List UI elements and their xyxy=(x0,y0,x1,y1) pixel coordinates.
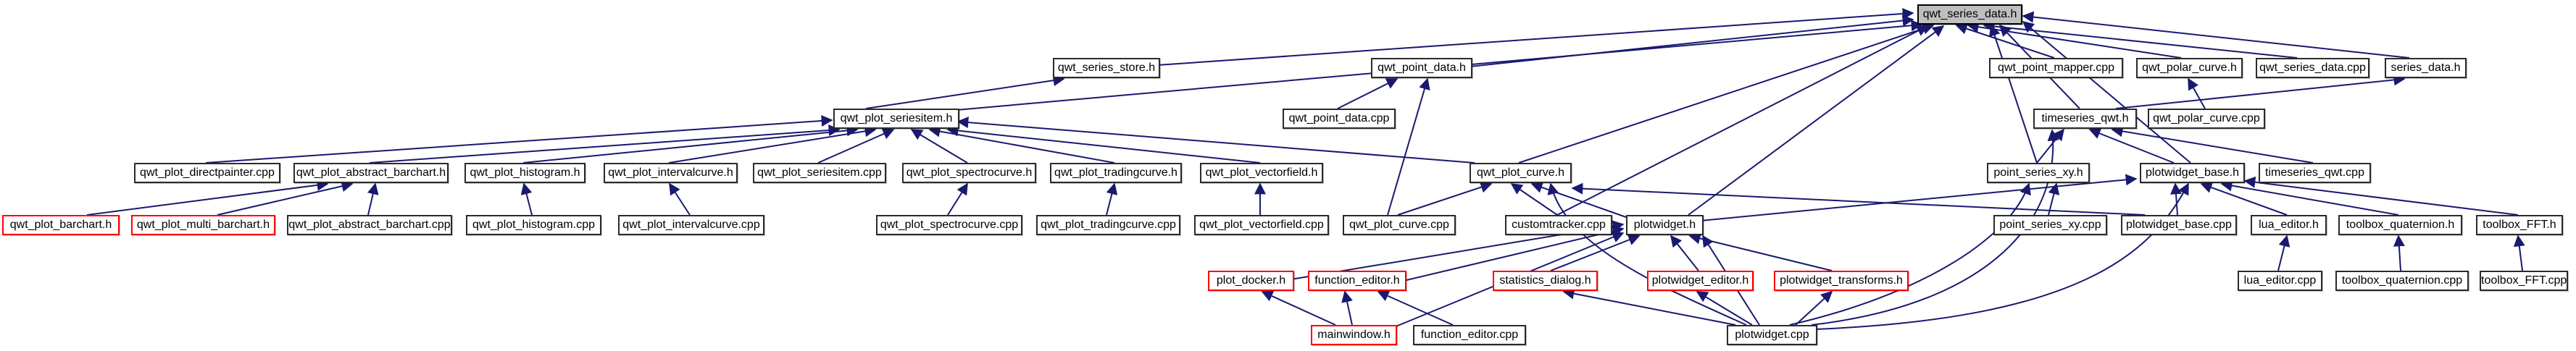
node-qwt-plot-spectrocurve-cpp[interactable]: qwt_plot_spectrocurve.cpp xyxy=(876,215,1022,235)
node-qwt-plot-spectrocurve-h[interactable]: qwt_plot_spectrocurve.h xyxy=(902,163,1036,183)
node-qwt-series-data-cpp[interactable]: qwt_series_data.cpp xyxy=(2256,58,2369,78)
node-plotwidget-cpp[interactable]: plotwidget.cpp xyxy=(1727,325,1817,345)
node-qwt-plot-abstract-barchart-h[interactable]: qwt_plot_abstract_barchart.h xyxy=(293,163,449,183)
node-point-series-xy-h[interactable]: point_series_xy.h xyxy=(1987,163,2090,183)
node-timeseries-qwt-cpp[interactable]: timeseries_qwt.cpp xyxy=(2259,163,2371,183)
node-plotwidget-h[interactable]: plotwidget.h xyxy=(1626,215,1704,235)
node-qwt-plot-histogram-h[interactable]: qwt_plot_histogram.h xyxy=(464,163,585,183)
node-qwt-series-data-h[interactable]: qwt_series_data.h xyxy=(1917,4,2022,25)
node-qwt-point-mapper-cpp[interactable]: qwt_point_mapper.cpp xyxy=(1989,58,2123,78)
node-toolbox-fft-h[interactable]: toolbox_FFT.h xyxy=(2476,215,2563,235)
node-qwt-plot-vectorfield-h[interactable]: qwt_plot_vectorfield.h xyxy=(1200,163,1323,183)
node-qwt-point-data-cpp[interactable]: qwt_point_data.cpp xyxy=(1283,109,1396,129)
node-qwt-plot-curve-h[interactable]: qwt_plot_curve.h xyxy=(1470,163,1572,183)
node-qwt-point-data-h[interactable]: qwt_point_data.h xyxy=(1371,58,1472,78)
node-qwt-plot-tradingcurve-h[interactable]: qwt_plot_tradingcurve.h xyxy=(1050,163,1182,183)
node-function-editor-h[interactable]: function_editor.h xyxy=(1308,271,1406,291)
node-mainwindow-h[interactable]: mainwindow.h xyxy=(1311,325,1397,345)
node-timeseries-qwt-h[interactable]: timeseries_qwt.h xyxy=(2033,109,2137,129)
node-plot-docker-h[interactable]: plot_docker.h xyxy=(1208,271,1294,291)
node-customtracker-cpp[interactable]: customtracker.cpp xyxy=(1505,215,1612,235)
node-qwt-plot-barchart-h[interactable]: qwt_plot_barchart.h xyxy=(2,215,120,235)
node-qwt-plot-histogram-cpp[interactable]: qwt_plot_histogram.cpp xyxy=(466,215,601,235)
node-toolbox-fft-cpp[interactable]: toolbox_FFT.cpp xyxy=(2480,271,2568,291)
node-qwt-plot-intervalcurve-cpp[interactable]: qwt_plot_intervalcurve.cpp xyxy=(618,215,764,235)
node-qwt-plot-seriesitem-cpp[interactable]: qwt_plot_seriesitem.cpp xyxy=(753,163,886,183)
node-qwt-plot-multi-barchart-h[interactable]: qwt_plot_multi_barchart.h xyxy=(131,215,275,235)
node-toolbox-quaternion-cpp[interactable]: toolbox_quaternion.cpp xyxy=(2335,271,2469,291)
node-lua-editor-cpp[interactable]: lua_editor.cpp xyxy=(2238,271,2322,291)
node-qwt-plot-tradingcurve-cpp[interactable]: qwt_plot_tradingcurve.cpp xyxy=(1036,215,1180,235)
node-qwt-polar-curve-h[interactable]: qwt_polar_curve.h xyxy=(2136,58,2243,78)
node-qwt-plot-curve-cpp[interactable]: qwt_plot_curve.cpp xyxy=(1343,215,1456,235)
node-qwt-plot-abstract-barchart-cpp[interactable]: qwt_plot_abstract_barchart.cpp xyxy=(287,215,452,235)
node-qwt-plot-directpainter-cpp[interactable]: qwt_plot_directpainter.cpp xyxy=(134,163,280,183)
node-plotwidget-base-h[interactable]: plotwidget_base.h xyxy=(2140,163,2245,183)
node-plotwidget-transforms-h[interactable]: plotwidget_transforms.h xyxy=(1774,271,1909,291)
node-toolbox-quaternion-h[interactable]: toolbox_quaternion.h xyxy=(2338,215,2462,235)
node-point-series-xy-cpp[interactable]: point_series_xy.cpp xyxy=(1993,215,2107,235)
node-plotwidget-editor-h[interactable]: plotwidget_editor.h xyxy=(1647,271,1754,291)
node-lua-editor-h[interactable]: lua_editor.h xyxy=(2251,215,2327,235)
node-qwt-plot-vectorfield-cpp[interactable]: qwt_plot_vectorfield.cpp xyxy=(1194,215,1329,235)
node-qwt-plot-intervalcurve-h[interactable]: qwt_plot_intervalcurve.h xyxy=(604,163,738,183)
node-qwt-series-store-h[interactable]: qwt_series_store.h xyxy=(1053,58,1160,78)
node-statistics-dialog-h[interactable]: statistics_dialog.h xyxy=(1493,271,1598,291)
node-qwt-plot-seriesitem-h[interactable]: qwt_plot_seriesitem.h xyxy=(833,109,959,129)
node-qwt-polar-curve-cpp[interactable]: qwt_polar_curve.cpp xyxy=(2148,109,2265,129)
node-function-editor-cpp[interactable]: function_editor.cpp xyxy=(1413,325,1526,345)
node-series-data-h[interactable]: series_data.h xyxy=(2385,58,2467,78)
node-plotwidget-base-cpp[interactable]: plotwidget_base.cpp xyxy=(2121,215,2237,235)
